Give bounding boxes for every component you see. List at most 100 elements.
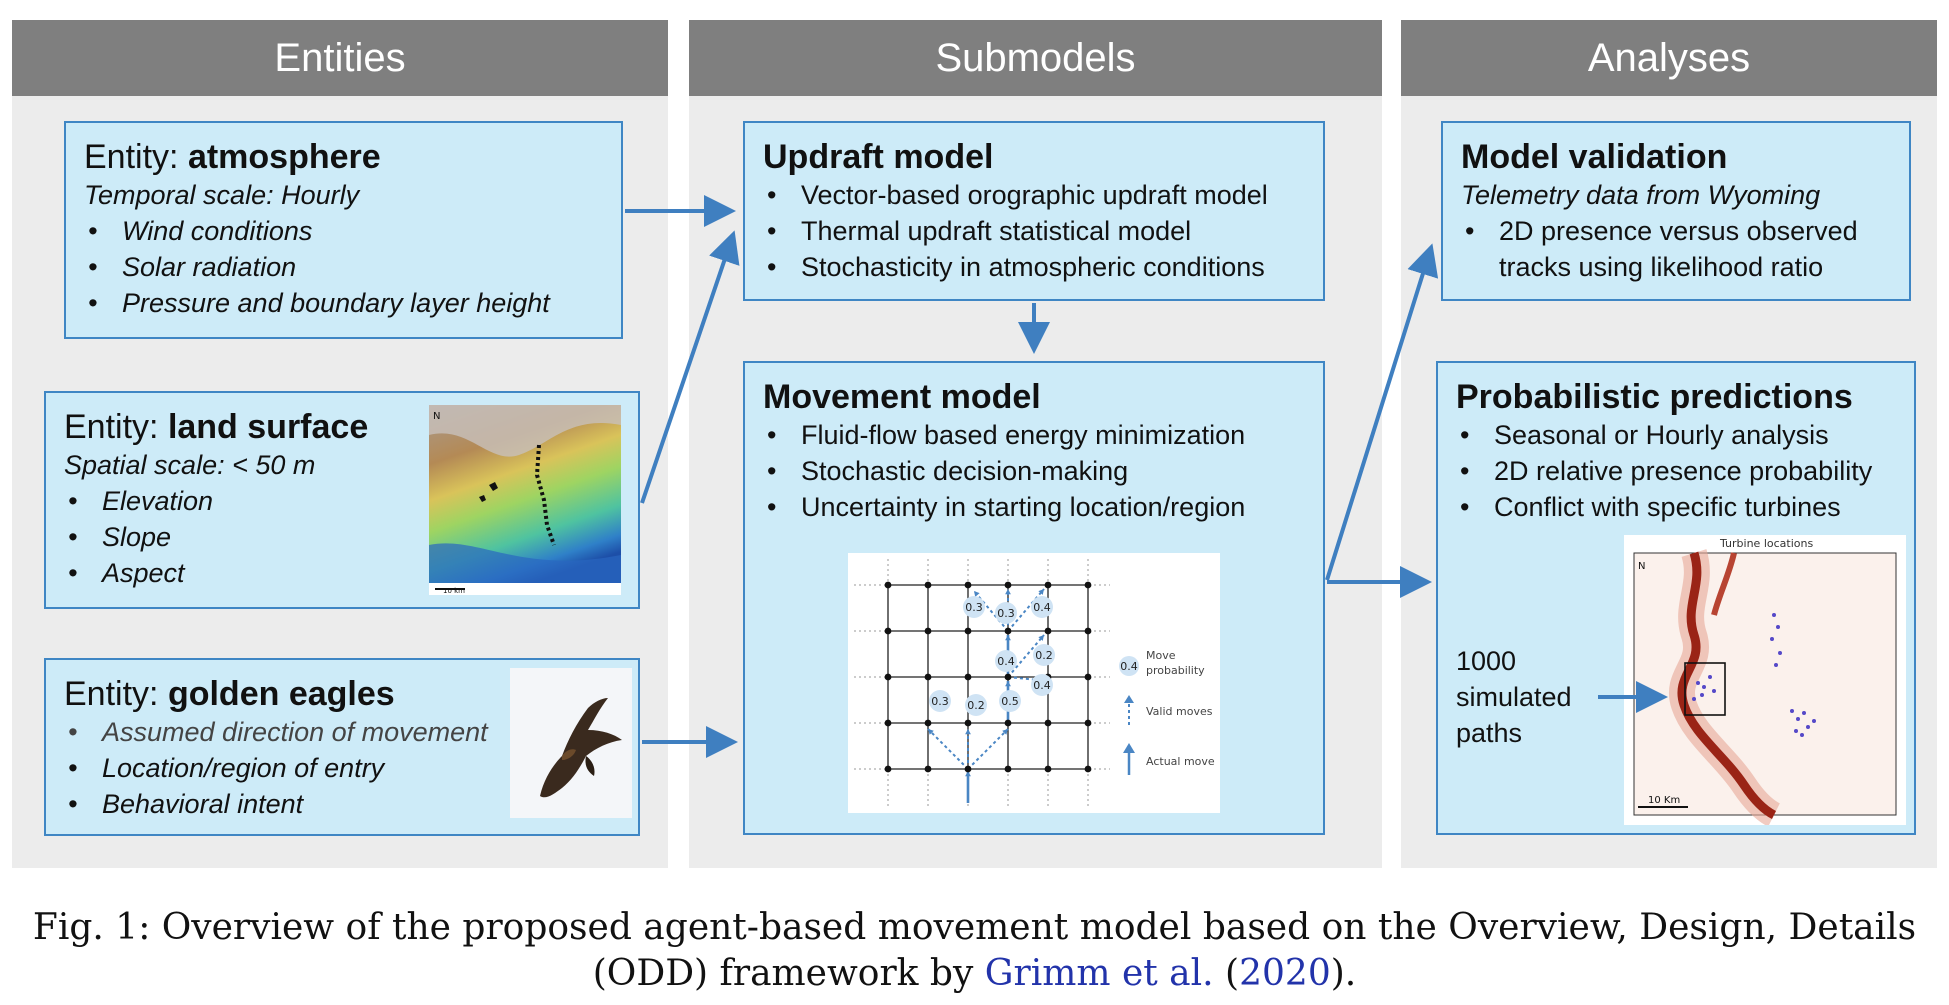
probability-label: 0.5 [1001, 695, 1019, 708]
probability-badge [963, 596, 985, 618]
movement-model-title: Movement model [763, 378, 1041, 416]
golden-eagle-image [510, 668, 632, 818]
golden-eagles-entity-box: Entity: golden eagles Assumed direction … [44, 658, 640, 836]
list-item: Conflict with specific turbines [1456, 489, 1896, 525]
probabilistic-predictions-box: Probabilistic predictions Seasonal or Ho… [1436, 361, 1916, 835]
probability-badge [929, 690, 951, 712]
grid-node [964, 581, 972, 589]
grid-node [964, 627, 972, 635]
grid-node [884, 581, 892, 589]
grid-node [1044, 765, 1052, 773]
probability-label: 0.4 [1033, 679, 1051, 692]
map-legend-turbines: Turbine locations [1719, 537, 1813, 550]
probability-label: 0.2 [1035, 649, 1053, 662]
presence-probability-map: Turbine locations N 10 Km [1624, 535, 1906, 825]
grid-node [884, 719, 892, 727]
grid-node [924, 627, 932, 635]
move-arrowhead [965, 729, 971, 735]
grid-node [1084, 581, 1092, 589]
move-arrowhead [1038, 589, 1044, 595]
svg-text:N: N [433, 411, 440, 422]
land-surface-scale: Spatial scale: < 50 m [64, 450, 316, 480]
probabilistic-predictions-title: Probabilistic predictions [1456, 378, 1853, 416]
golden-eagles-title: Entity: golden eagles [64, 675, 395, 713]
probability-label: 0.3 [965, 601, 983, 614]
probability-label: 0.3 [931, 695, 949, 708]
legend-prob-line1: Move [1146, 649, 1176, 662]
atmosphere-title: Entity: atmosphere [84, 138, 381, 176]
probability-badge [1031, 596, 1053, 618]
updraft-model-title: Updraft model [763, 138, 994, 176]
land-surface-title: Entity: land surface [64, 408, 369, 446]
citation-author-link[interactable]: Grimm et al. [984, 953, 1214, 994]
move-arrowhead [965, 771, 971, 777]
legend-valid-moves: Valid moves [1146, 705, 1213, 718]
probability-label: 0.4 [997, 655, 1015, 668]
grid-node [924, 765, 932, 773]
entities-header: Entities [12, 20, 668, 96]
citation-year-link[interactable]: 2020 [1239, 953, 1331, 994]
probabilistic-predictions-list: Seasonal or Hourly analysis 2D relative … [1456, 417, 1896, 525]
probability-badge [995, 650, 1017, 672]
grid-node [924, 673, 932, 681]
list-item: Solar radiation [84, 249, 603, 285]
land-surface-entity-box: Entity: land surface Spatial scale: < 50… [44, 391, 640, 609]
list-item: Assumed direction of movement [64, 714, 620, 750]
model-validation-title: Model validation [1461, 138, 1728, 176]
grid-node [924, 581, 932, 589]
atmosphere-scale: Temporal scale: Hourly [84, 180, 360, 210]
atmosphere-entity-box: Entity: atmosphere Temporal scale: Hourl… [64, 121, 623, 339]
grid-node [964, 765, 972, 773]
submodels-header: Submodels [689, 20, 1382, 96]
golden-eagles-list: Assumed direction of movement Location/r… [64, 714, 620, 822]
grid-node [1044, 627, 1052, 635]
list-item: Wind conditions [84, 213, 603, 249]
valid-move-arrow [1007, 676, 1049, 682]
list-item: Thermal updraft statistical model [763, 213, 1305, 249]
list-item: Pressure and boundary layer height [84, 285, 603, 321]
grid-node [1004, 719, 1012, 727]
probability-badge [1031, 674, 1053, 696]
grid-node [1044, 719, 1052, 727]
model-validation-subtitle: Telemetry data from Wyoming [1461, 180, 1821, 210]
probability-label: 0.4 [1033, 601, 1051, 614]
grid-node [1084, 765, 1092, 773]
move-arrowhead [974, 591, 980, 597]
legend-prob-line2: probability [1146, 664, 1205, 677]
list-item: Aspect [64, 555, 620, 591]
simulated-paths-label: 1000 simulated paths [1456, 646, 1572, 748]
valid-move-arrow [927, 728, 969, 770]
probability-badge [1033, 644, 1055, 666]
list-item: Location/region of entry [64, 750, 620, 786]
model-validation-continued: tracks using likelihood ratio [1499, 252, 1824, 282]
move-arrowhead [1005, 681, 1011, 687]
map-scale-label: 10 km [443, 587, 465, 595]
move-arrowhead [1005, 635, 1011, 641]
grid-node [884, 627, 892, 635]
updraft-model-box: Updraft model Vector-based orographic up… [743, 121, 1325, 301]
model-validation-box: Model validation Telemetry data from Wyo… [1441, 121, 1911, 301]
list-item: 2D presence versus observed [1461, 213, 1891, 249]
grid-node [884, 673, 892, 681]
updraft-model-list: Vector-based orographic updraft model Th… [763, 177, 1305, 285]
legend-actual-move: Actual move [1146, 755, 1215, 768]
elevation-map-image: 10 km N [429, 405, 621, 595]
caption-line2: (ODD) framework by Grimm et al. (2020). [592, 953, 1357, 994]
probability-label: 0.3 [997, 607, 1015, 620]
grid-node [1004, 581, 1012, 589]
list-item: Stochasticity in atmospheric conditions [763, 249, 1305, 285]
probability-label: 0.2 [967, 699, 985, 712]
move-arrowhead [928, 729, 934, 735]
list-item: Behavioral intent [64, 786, 620, 822]
valid-move-arrow [967, 728, 1009, 770]
land-surface-list: Elevation Slope Aspect [64, 483, 620, 591]
list-item: Uncertainty in starting location/region [763, 489, 1305, 525]
north-label: N [1638, 561, 1645, 572]
grid-node [1044, 581, 1052, 589]
figure-caption: Fig. 1: Overview of the proposed agent-b… [0, 905, 1949, 997]
probability-badge [999, 690, 1021, 712]
grid-node [1004, 673, 1012, 681]
probability-badge [995, 602, 1017, 624]
